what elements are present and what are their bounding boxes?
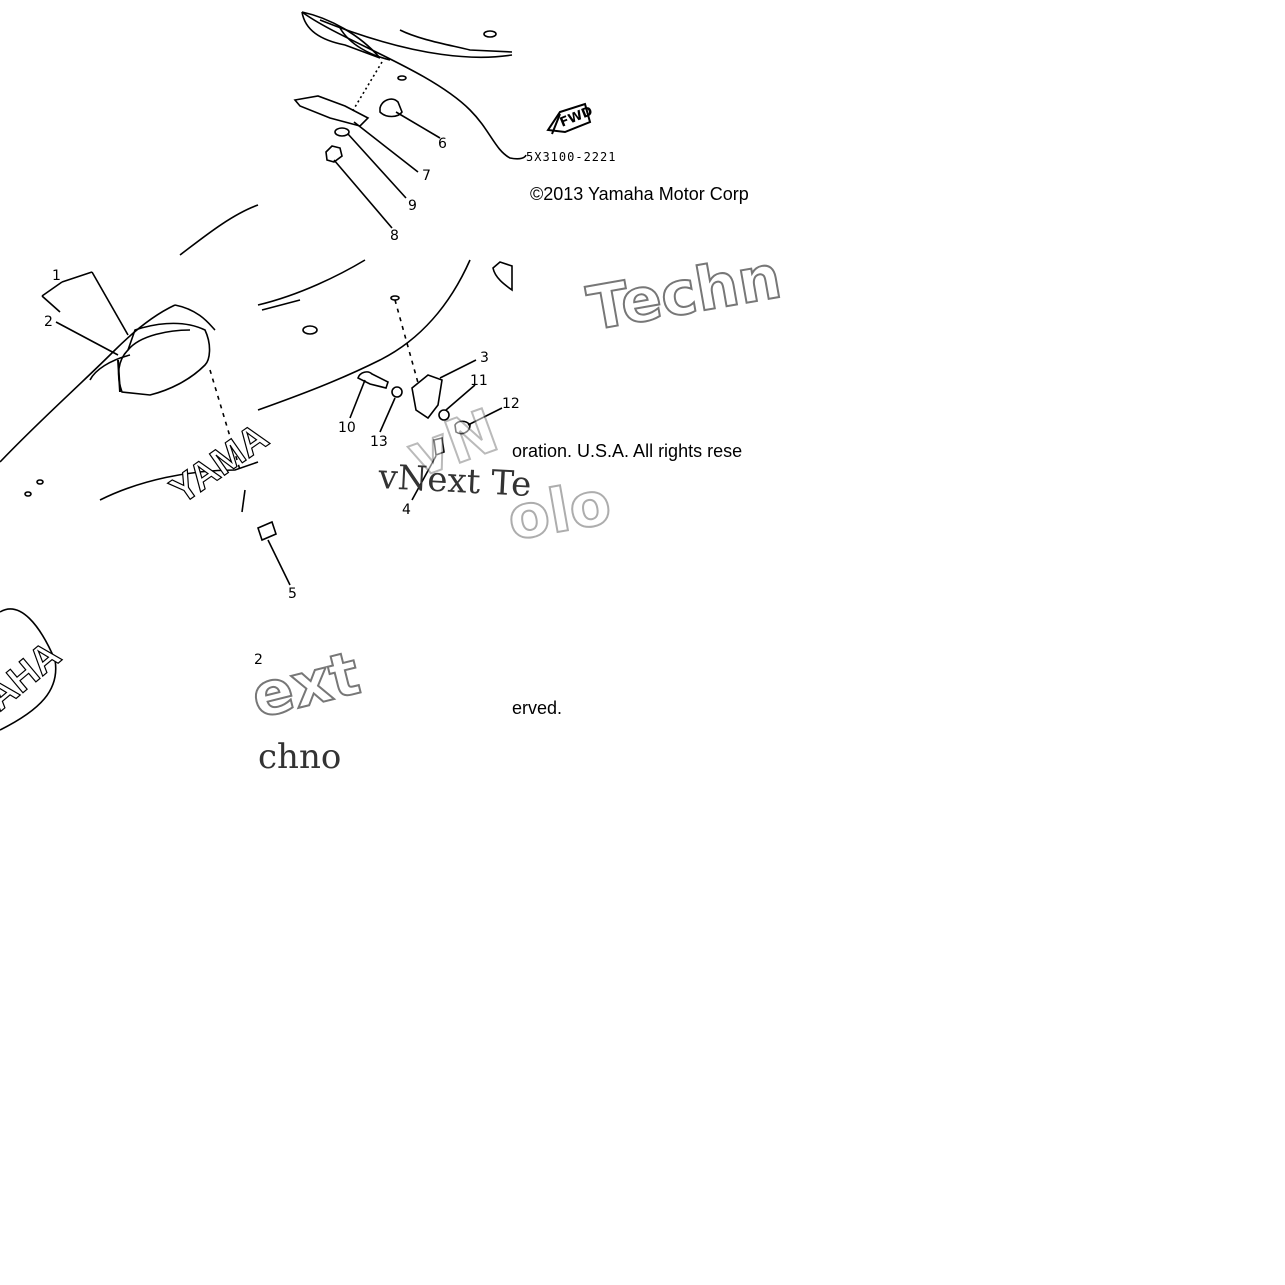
seat-drawing	[301, 11, 527, 160]
callout-9: 9	[408, 198, 417, 214]
callout-13: 13	[370, 434, 388, 450]
watermark-techn: Techn	[582, 242, 786, 345]
copyright-middle: oration. U.S.A. All rights rese	[512, 441, 742, 461]
callout-12: 12	[502, 396, 520, 412]
tank-cover-drawing	[0, 204, 513, 513]
callout-10: 10	[338, 420, 356, 436]
copyright-bottom: erved.	[512, 698, 562, 718]
callout-8: 8	[390, 228, 399, 244]
brand-logo-lower: AHA	[0, 634, 69, 719]
callout-labels: 1 2 3 4 5 6 7 8 9 10 11 12 13	[44, 136, 520, 602]
callout-2: 2	[44, 314, 53, 330]
callout-6: 6	[438, 136, 447, 152]
callout-11: 11	[470, 373, 488, 389]
watermark-chno: chno	[258, 737, 341, 777]
part-code: 5X3100-2221	[526, 150, 616, 164]
copyright-top: ©2013 Yamaha Motor Corp	[530, 184, 749, 204]
secondary-panel-drawing	[0, 608, 57, 731]
callout-7: 7	[422, 168, 431, 184]
hardware-parts	[41, 271, 503, 586]
callout-3: 3	[480, 350, 489, 366]
seat-bracket-parts	[293, 61, 441, 229]
stray-digit: 2	[254, 652, 263, 668]
callout-5: 5	[288, 586, 297, 602]
watermark-ext: ext	[245, 638, 367, 732]
callout-4: 4	[402, 502, 411, 518]
brand-logo-upper: YAMA	[163, 416, 276, 513]
watermark-vnext-serif: vNext Te	[377, 457, 533, 505]
callout-1: 1	[52, 268, 61, 284]
fwd-arrow-icon: FWD	[546, 102, 595, 135]
